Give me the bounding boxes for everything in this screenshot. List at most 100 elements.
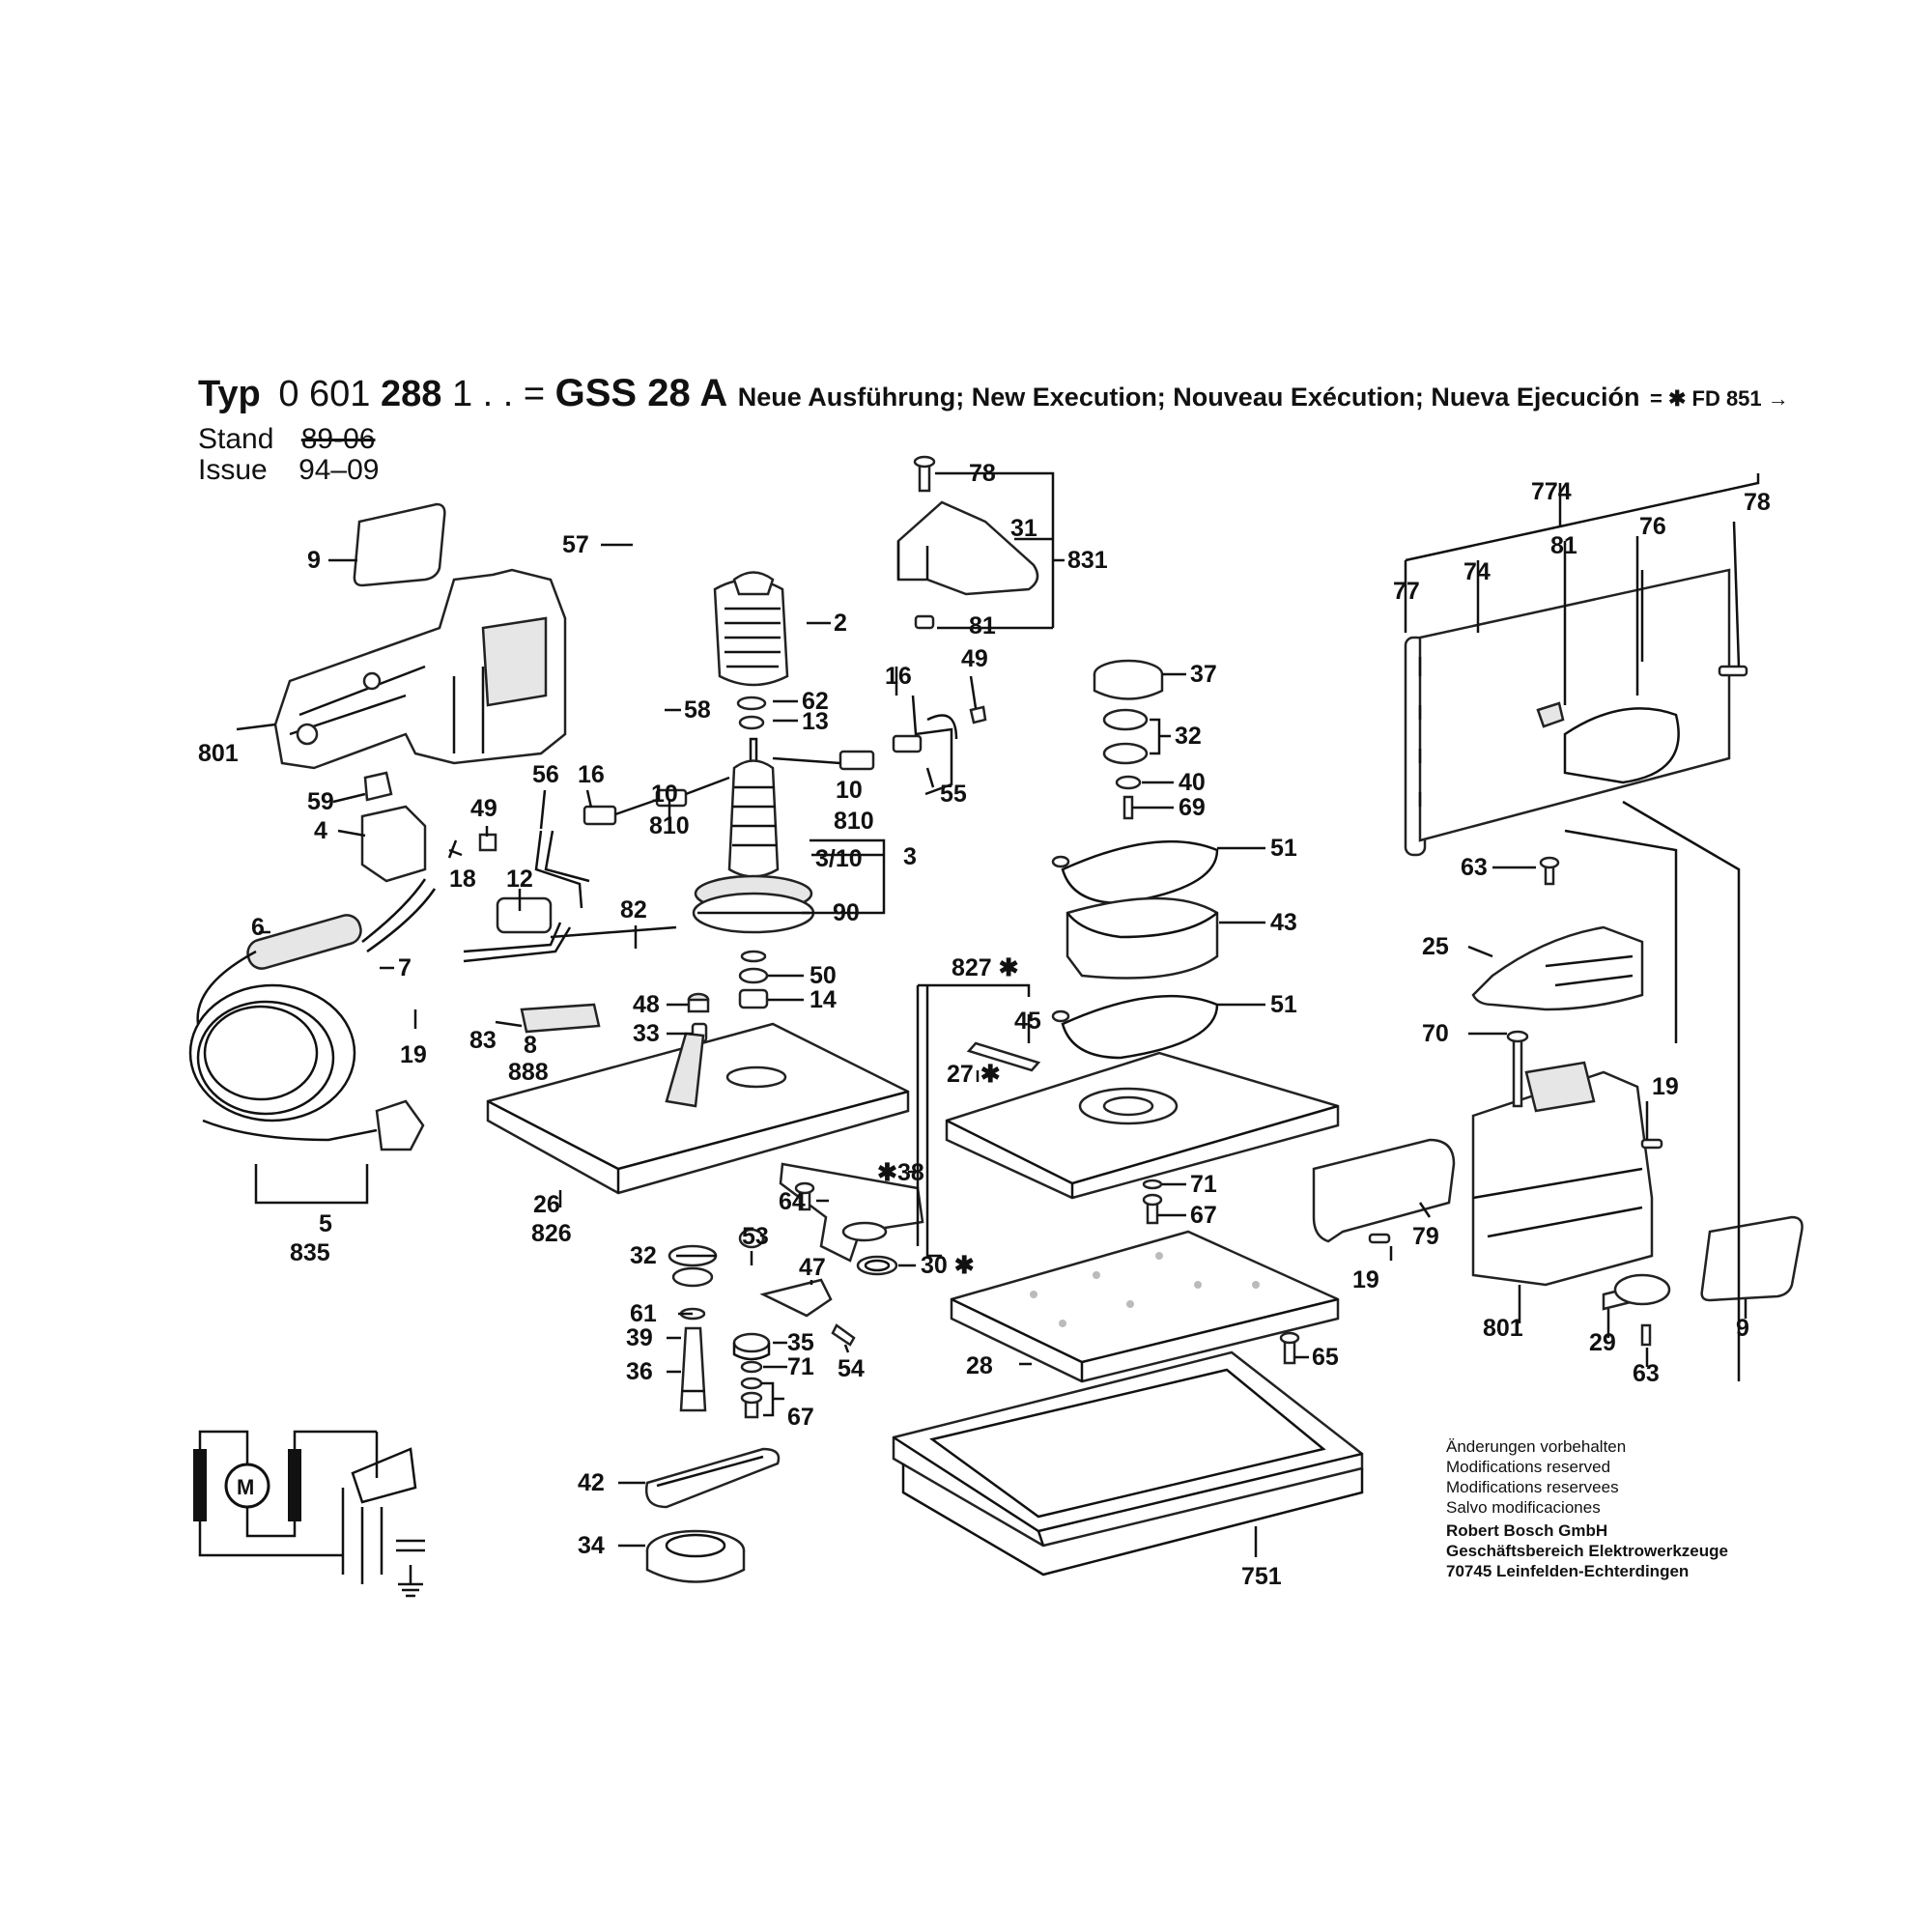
note-line-1: Änderungen vorbehalten (1446, 1437, 1627, 1456)
callout-74: 74 (1463, 558, 1491, 585)
power-cable (188, 878, 437, 1205)
callout-888: 888 (508, 1059, 549, 1086)
callout-13: 13 (802, 708, 829, 735)
callout-827: 827 ✱ (952, 954, 1019, 981)
callout-45: 45 (1014, 1008, 1041, 1035)
callout-67: 67 (1190, 1202, 1217, 1229)
callout-83: 83 (469, 1027, 497, 1054)
callout-7: 7 (398, 954, 412, 981)
sanding-pad (950, 1230, 1340, 1383)
callout-19: 19 (400, 1041, 427, 1068)
callout-65: 65 (1312, 1344, 1339, 1371)
callout-37: 37 (1190, 661, 1217, 688)
callout-14: 14 (810, 986, 837, 1013)
screws-right (1368, 1138, 1663, 1347)
callout-49: 49 (961, 645, 988, 672)
dust-ring (1065, 896, 1219, 980)
callout-810: 810 (649, 812, 690, 839)
callout-64: 64 (779, 1188, 806, 1215)
spindle-assembly (668, 1228, 856, 1419)
callout-826: 826 (531, 1220, 572, 1247)
callout-3: 3 (903, 843, 917, 870)
typ-number-bold: 288 (380, 374, 442, 414)
motor-housing-left (273, 568, 567, 770)
callout-81: 81 (969, 612, 996, 639)
callout-43: 43 (1270, 909, 1297, 936)
note-address: 70745 Leinfelden-Echterdingen (1446, 1562, 1690, 1580)
note-division: Geschäftsbereich Elektrowerkzeuge (1446, 1542, 1728, 1560)
callout-27: 27 ✱ (947, 1061, 1001, 1088)
callout-63: 63 (1633, 1360, 1660, 1387)
callout-40: 40 (1179, 769, 1206, 796)
stand-value: 89-06 (300, 423, 376, 455)
callout-67: 67 (787, 1404, 814, 1431)
callout-774: 774 (1531, 478, 1572, 505)
callout-25: 25 (1422, 933, 1449, 960)
callout-801: 801 (1483, 1315, 1523, 1342)
callout-labels: 9 57 2 58 62 13 801 59 4 18 56 16 49 10 … (198, 460, 1771, 1590)
callout-3-10: 3/10 (815, 845, 863, 872)
belt-pulley (645, 1529, 746, 1583)
callout-35: 35 (787, 1329, 814, 1356)
callout-751: 751 (1241, 1563, 1282, 1590)
callout-71: 71 (787, 1353, 814, 1380)
callout-82: 82 (620, 896, 647, 923)
callout-36: 36 (626, 1358, 653, 1385)
note-line-4: Salvo modificaciones (1446, 1498, 1601, 1517)
callout-26: 26 (533, 1191, 560, 1218)
callout-61: 61 (630, 1300, 657, 1327)
stand-row: Stand 89-06 (198, 423, 375, 456)
callout-53: 53 (742, 1223, 769, 1250)
note-company: Robert Bosch GmbH (1446, 1521, 1608, 1540)
callout-29: 29 (1589, 1329, 1616, 1356)
callout-69: 69 (1179, 794, 1206, 821)
callout-5: 5 (319, 1210, 332, 1237)
screw-64 (794, 1181, 815, 1211)
callout-62: 62 (802, 688, 829, 715)
paper-clamp-plate (1404, 568, 1748, 857)
callout-32: 32 (1175, 723, 1202, 750)
callout-58: 58 (684, 696, 711, 724)
model-name: GSS 28 A (554, 372, 728, 414)
brush-holder-right (772, 695, 987, 796)
callout-76: 76 (1639, 513, 1666, 540)
callout-42: 42 (578, 1469, 605, 1496)
issue-label: Issue (198, 454, 268, 486)
callout-55: 55 (940, 781, 967, 808)
callout-79: 79 (1412, 1223, 1439, 1250)
screw-67-washer-71 (1142, 1179, 1163, 1225)
fd-reference: = ✱ FD 851 → (1650, 386, 1789, 411)
motor-cap (1471, 856, 1644, 1011)
callout-6: 6 (251, 914, 265, 941)
callout-801: 801 (198, 740, 239, 767)
callout-49: 49 (470, 795, 497, 822)
callout-39: 39 (626, 1324, 653, 1351)
callout-78: 78 (1744, 489, 1771, 516)
capacitor (463, 896, 677, 963)
callout-51: 51 (1270, 835, 1297, 862)
callout-78: 78 (969, 460, 996, 487)
rotor-washers (736, 696, 767, 730)
eccentric-plate (779, 1162, 924, 1263)
callout-835: 835 (290, 1239, 330, 1266)
callout-38: ✱38 (877, 1159, 924, 1186)
handle-cover (896, 455, 1039, 630)
callout-51: 51 (1270, 991, 1297, 1018)
leader-lines (236, 471, 1760, 1557)
callout-56: 56 (532, 761, 559, 788)
typ-suffix: 1 . . = (451, 374, 546, 414)
bearing-stack-top (1093, 659, 1164, 820)
armature (692, 737, 815, 963)
side-cover (1312, 1138, 1456, 1243)
callout-18: 18 (449, 866, 476, 893)
note-line-2: Modifications reserved (1446, 1458, 1611, 1476)
clamp-ring-lower (1051, 994, 1219, 1060)
strip-part (966, 1041, 1041, 1072)
motor-base-plate (486, 1022, 910, 1195)
callout-31: 31 (1010, 515, 1037, 542)
issue-row: Issue 94–09 (198, 454, 380, 487)
callout-10: 10 (836, 777, 863, 804)
callout-30: 30 ✱ (921, 1252, 975, 1279)
callout-57: 57 (562, 531, 589, 558)
